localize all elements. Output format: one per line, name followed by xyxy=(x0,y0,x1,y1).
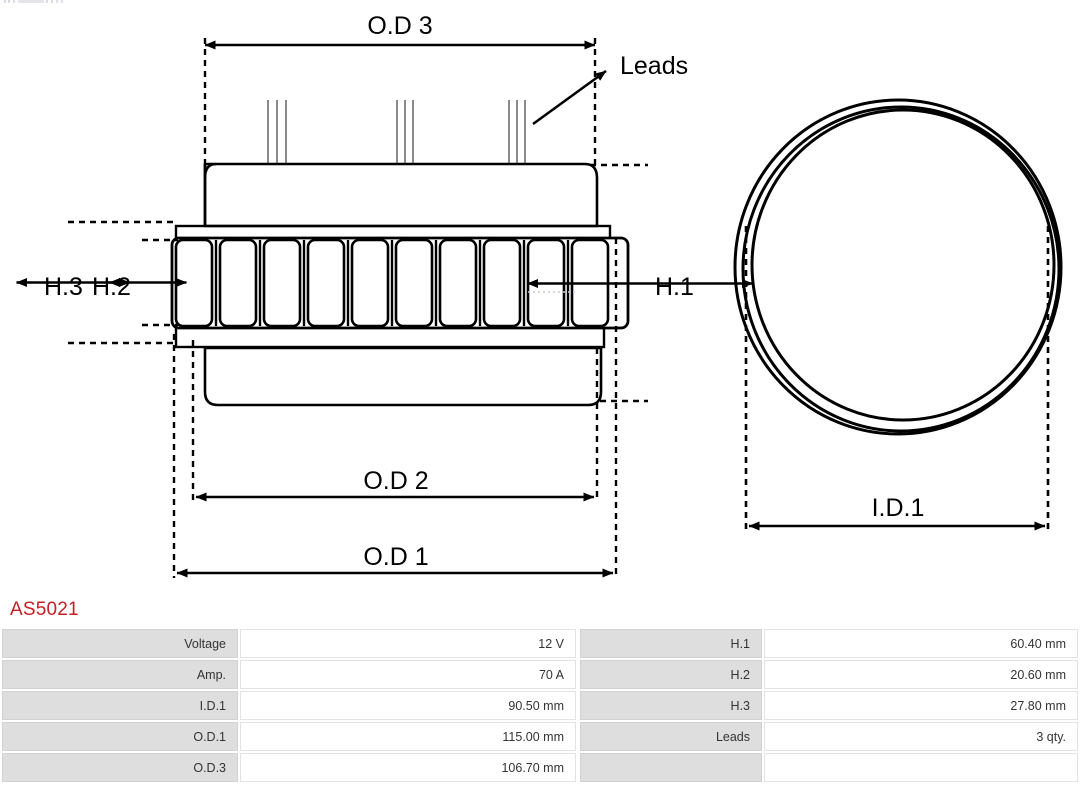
leads-callout: Leads xyxy=(532,52,688,126)
table-row xyxy=(580,753,1078,782)
spec-key: Voltage xyxy=(2,629,238,658)
winding-bottom xyxy=(203,346,603,407)
dimension-h2-label: H.2 xyxy=(92,273,131,301)
spec-key: H.2 xyxy=(580,660,762,689)
spec-key: H.3 xyxy=(580,691,762,720)
table-row: O.D.3 106.70 mm xyxy=(2,753,576,782)
id1-extension-lines xyxy=(744,226,1050,532)
core-slot-dividers xyxy=(214,240,570,326)
spec-key: Amp. xyxy=(2,660,238,689)
dimension-od1: O.D 1 xyxy=(172,238,618,578)
stator-ring-view xyxy=(733,98,1063,436)
table-row: H.1 60.40 mm xyxy=(580,629,1078,658)
table-row: O.D.1 115.00 mm xyxy=(2,722,576,751)
dimension-id1: I.D.1 xyxy=(744,226,1050,532)
table-row: Leads 3 qty. xyxy=(580,722,1078,751)
scan-artifact xyxy=(4,0,68,3)
spec-key: Leads xyxy=(580,722,762,751)
spec-value: 20.60 mm xyxy=(764,660,1078,689)
spec-value: 27.80 mm xyxy=(764,691,1078,720)
winding-top xyxy=(203,162,599,228)
spec-table-right: H.1 60.40 mm H.2 20.60 mm H.3 27.80 mm L… xyxy=(578,627,1080,784)
h2-extension-lines xyxy=(142,238,178,327)
dimension-od2-label: O.D 2 xyxy=(363,467,428,495)
table-row: H.2 20.60 mm xyxy=(580,660,1078,689)
part-number: AS5021 xyxy=(10,599,79,620)
dimension-h1: H.1 xyxy=(527,163,753,403)
od1-extension-lines xyxy=(172,238,618,578)
spec-value: 60.40 mm xyxy=(764,629,1078,658)
h1-extension-lines xyxy=(590,163,648,403)
spec-value: 106.70 mm xyxy=(240,753,576,782)
h3-extension-lines xyxy=(68,220,178,345)
ring-inner-circle xyxy=(750,108,1056,422)
dimension-h3: H.3 xyxy=(16,220,178,345)
spec-key: O.D.3 xyxy=(2,753,238,782)
dimension-od2: O.D 2 xyxy=(191,340,599,502)
spec-key: I.D.1 xyxy=(2,691,238,720)
spec-value: 115.00 mm xyxy=(240,722,576,751)
dimension-h2: H.2 xyxy=(92,238,187,327)
ring-outer-circle xyxy=(733,98,1063,436)
lead-wires xyxy=(267,100,526,164)
od2-extension-lines xyxy=(191,340,599,501)
dimension-h3-label: H.3 xyxy=(44,273,83,301)
spec-key xyxy=(580,753,762,782)
spec-table-left: Voltage 12 V Amp. 70 A I.D.1 90.50 mm O.… xyxy=(0,627,578,784)
spec-key: H.1 xyxy=(580,629,762,658)
dimension-id1-label: I.D.1 xyxy=(872,494,925,522)
spec-value xyxy=(764,753,1078,782)
dimension-od1-label: O.D 1 xyxy=(363,543,428,571)
leads-label: Leads xyxy=(620,52,688,80)
dimension-od3: O.D 3 xyxy=(204,12,596,50)
dimension-h1-label: H.1 xyxy=(655,273,694,301)
winding-top-left-round xyxy=(203,162,217,179)
table-row: H.3 27.80 mm xyxy=(580,691,1078,720)
table-row: Amp. 70 A xyxy=(2,660,576,689)
spec-value: 70 A xyxy=(240,660,576,689)
drawing-canvas: O.D 3 Leads xyxy=(16,12,1063,578)
spec-value: 3 qty. xyxy=(764,722,1078,751)
part-drawing: O.D 3 Leads xyxy=(16,12,1063,578)
ring-middle-circle xyxy=(741,105,1061,433)
table-row: Voltage 12 V xyxy=(2,629,576,658)
spec-value: 90.50 mm xyxy=(240,691,576,720)
dimension-od3-label: O.D 3 xyxy=(367,12,432,40)
spec-value: 12 V xyxy=(240,629,576,658)
specification-tables: Voltage 12 V Amp. 70 A I.D.1 90.50 mm O.… xyxy=(0,627,1080,784)
spec-key: O.D.1 xyxy=(2,722,238,751)
table-row: I.D.1 90.50 mm xyxy=(2,691,576,720)
od3-extension-lines xyxy=(203,38,597,166)
